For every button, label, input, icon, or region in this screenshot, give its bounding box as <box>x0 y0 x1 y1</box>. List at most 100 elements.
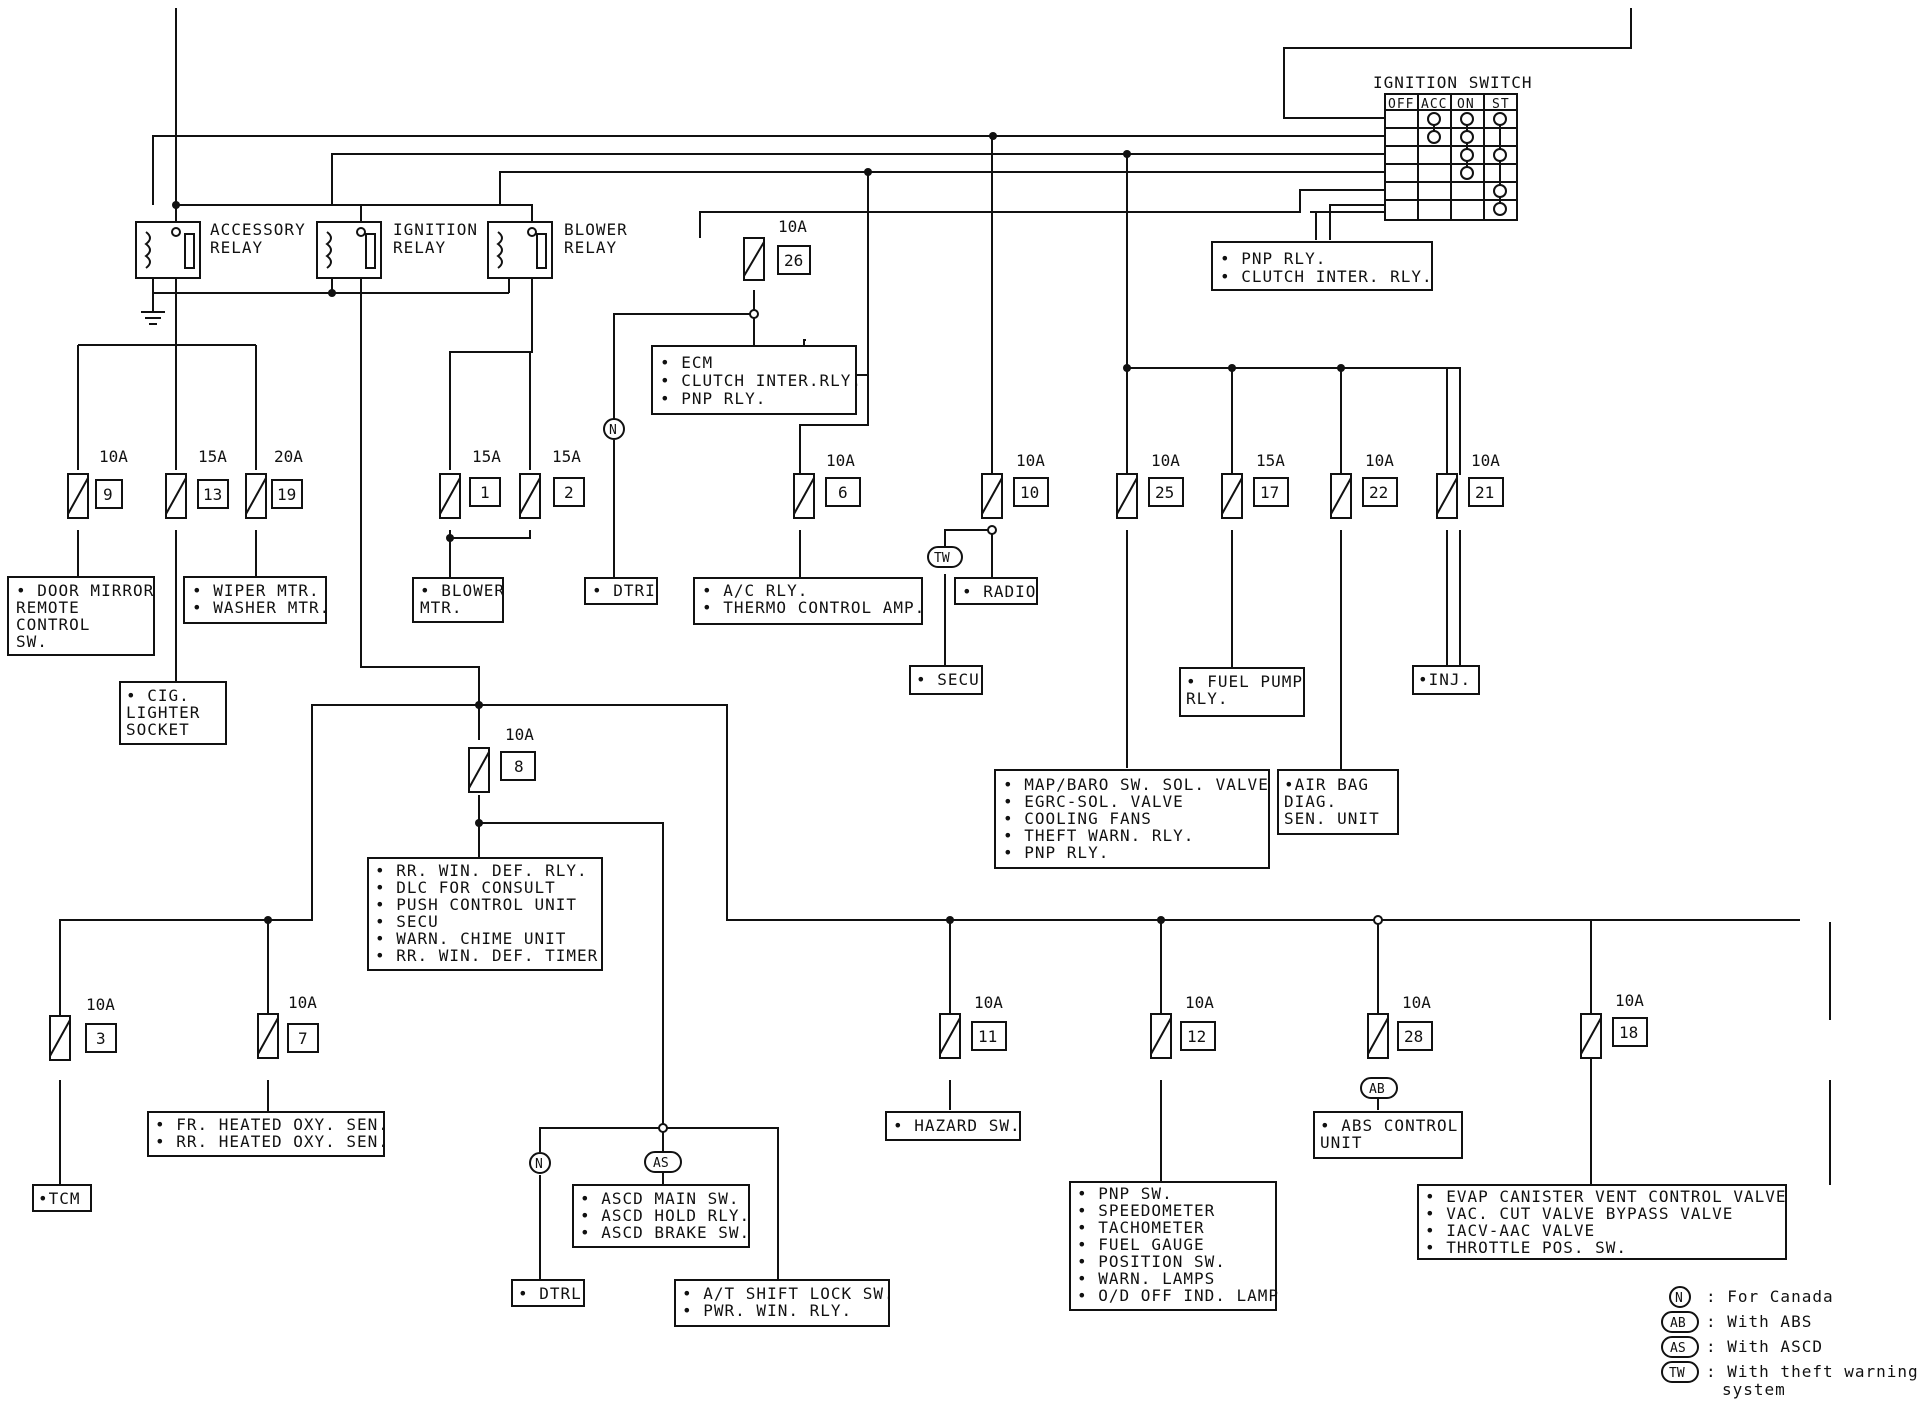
fuse-26-amp: 10A <box>778 217 807 236</box>
fuse-9: 9 10A <box>67 447 128 519</box>
fuse-8-number: 8 <box>514 757 524 776</box>
fuse-7-number: 7 <box>298 1029 308 1048</box>
fuse-6-number: 6 <box>838 483 848 502</box>
fuse-2-number: 2 <box>564 483 574 502</box>
fuse-2-amp: 15A <box>552 447 581 466</box>
box-tcm: •TCM <box>32 1184 92 1212</box>
hazard-line-1: • HAZARD SW. <box>893 1116 1021 1135</box>
ignition-relay-label-2: RELAY <box>393 238 446 257</box>
at-shift-line-2: • PWR. WIN. RLY. <box>682 1301 852 1320</box>
legend: N : For Canada AB : With ABS AS : With A… <box>1661 1286 1919 1399</box>
cig-line-1: • CIG. <box>126 686 190 705</box>
ign-pos-on: ON <box>1457 97 1475 112</box>
fuse-1: 1 15A <box>439 447 501 519</box>
pnp-top-line-1: • PNP RLY. <box>1220 249 1326 268</box>
ascd-line-3: • ASCD BRAKE SW. <box>580 1223 750 1242</box>
fuse-18-amp: 10A <box>1615 991 1644 1010</box>
box-hazard: • HAZARD SW. <box>885 1111 1021 1141</box>
fuse-19: 19 20A <box>245 447 303 519</box>
box-ac: • A/C RLY. • THERMO CONTROL AMP. <box>693 577 925 625</box>
air-bag-line-1: •AIR BAG <box>1284 775 1369 794</box>
accessory-relay: ACCESSORY RELAY <box>135 220 306 279</box>
pnp-sw-line-7: • O/D OFF IND. LAMP <box>1077 1286 1279 1305</box>
fuse-10: 10 10A <box>981 451 1049 519</box>
pnp-sw-line-2: • SPEEDOMETER <box>1077 1201 1215 1220</box>
map-line-3: • COOLING FANS <box>1003 809 1152 828</box>
box-cig: • CIG. LIGHTER SOCKET <box>119 681 227 745</box>
fuse-2: 2 15A <box>519 447 585 519</box>
ign-pos-off: OFF <box>1388 97 1414 112</box>
fuse-11: 11 10A <box>939 993 1007 1059</box>
blower-mtr-line-1: • BLOWER <box>420 581 505 600</box>
air-bag-line-3: SEN. UNIT <box>1284 809 1380 828</box>
fuel-pump-line-2: RLY. <box>1186 689 1229 708</box>
box-at-shift: • A/T SHIFT LOCK SW. • PWR. WIN. RLY. <box>674 1279 894 1327</box>
fuse-26: 26 10A <box>743 217 811 281</box>
box-inj: •INJ. <box>1412 665 1480 695</box>
legend-canada-tag: N <box>1675 1291 1683 1306</box>
door-mirror-line-1: • DOOR MIRROR <box>16 581 154 600</box>
ecm-line-2: • CLUTCH INTER.RLY. <box>660 371 862 390</box>
tag-ascd-text: AS <box>653 1156 669 1171</box>
fuse-25: 25 10A <box>1116 451 1184 519</box>
map-line-4: • THEFT WARN. RLY. <box>1003 826 1194 845</box>
fuse-19-amp: 20A <box>274 447 303 466</box>
fuse-19-number: 19 <box>277 485 296 504</box>
accessory-relay-label-1: ACCESSORY <box>210 220 306 239</box>
junction-dots <box>172 132 1345 924</box>
fuse-1-amp: 15A <box>472 447 501 466</box>
box-blower-mtr: • BLOWER MTR. <box>412 577 505 623</box>
ignition-switch: IGNITION SWITCH OFF ACC ON ST <box>1373 73 1532 221</box>
evap-line-4: • THROTTLE POS. SW. <box>1425 1238 1627 1257</box>
rr-win-line-6: • RR. WIN. DEF. TIMER <box>375 946 598 965</box>
blower-mtr-line-2: MTR. <box>420 598 463 617</box>
box-radio: • RADIO <box>954 577 1038 605</box>
fuse-21: 21 10A <box>1436 451 1504 519</box>
fuse-22: 22 10A <box>1330 451 1398 519</box>
inj-line-1: •INJ. <box>1418 670 1471 689</box>
fuse-7-amp: 10A <box>288 993 317 1012</box>
fuses: 9 10A 13 15A 19 20A 1 15A 2 15A <box>49 217 1648 1061</box>
cig-line-2: LIGHTER <box>126 703 200 722</box>
fuse-25-number: 25 <box>1155 483 1174 502</box>
fuse-22-amp: 10A <box>1365 451 1394 470</box>
map-line-2: • EGRC-SOL. VALVE <box>1003 792 1184 811</box>
box-rr-win: • RR. WIN. DEF. RLY. • DLC FOR CONSULT •… <box>367 857 603 971</box>
box-fuel-pump: • FUEL PUMP RLY. <box>1179 667 1305 717</box>
blower-relay: BLOWER RELAY <box>487 220 628 279</box>
legend-theft-text: : With theft warning <box>1706 1362 1919 1381</box>
dtrl-line-1: • DTRL <box>518 1284 582 1303</box>
blower-relay-label-1: BLOWER <box>564 220 628 239</box>
fuel-pump-line-1: • FUEL PUMP <box>1186 672 1303 691</box>
rr-win-line-2: • DLC FOR CONSULT <box>375 878 556 897</box>
fuse-8: 8 10A <box>468 725 536 793</box>
rr-win-line-1: • RR. WIN. DEF. RLY. <box>375 861 588 880</box>
ac-line-2: • THERMO CONTROL AMP. <box>702 598 925 617</box>
box-wiper: • WIPER MTR. • WASHER MTR. <box>183 576 329 624</box>
pnp-sw-line-4: • FUEL GAUGE <box>1077 1235 1205 1254</box>
fuse-28: 28 10A <box>1367 993 1433 1059</box>
fuse-12-number: 12 <box>1187 1027 1206 1046</box>
pnp-sw-line-3: • TACHOMETER <box>1077 1218 1205 1237</box>
pnp-sw-line-6: • WARN. LAMPS <box>1077 1269 1215 1288</box>
legend-ascd-text: : With ASCD <box>1706 1337 1823 1356</box>
fuse-6: 6 10A <box>793 451 861 519</box>
fuse-3-number: 3 <box>96 1029 106 1048</box>
fuse-6-amp: 10A <box>826 451 855 470</box>
blower-relay-label-2: RELAY <box>564 238 617 257</box>
legend-ascd: AS : With ASCD <box>1661 1336 1823 1358</box>
tag-canada-dtrl-text: N <box>535 1157 543 1172</box>
component-boxes: • PNP RLY. • CLUTCH INTER. RLY. • ECM • … <box>7 241 1787 1327</box>
tag-canada-dtrl: N <box>529 1152 551 1174</box>
evap-line-1: • EVAP CANISTER VENT CONTROL VALVE <box>1425 1187 1787 1206</box>
fuse-25-amp: 10A <box>1151 451 1180 470</box>
map-line-1: • MAP/BARO SW. SOL. VALVE <box>1003 775 1269 794</box>
cig-line-3: SOCKET <box>126 720 190 739</box>
ac-line-1: • A/C RLY. <box>702 581 808 600</box>
fuse-12: 12 10A <box>1150 993 1216 1059</box>
box-oxy: • FR. HEATED OXY. SEN. • RR. HEATED OXY.… <box>147 1111 388 1157</box>
abs-line-2: UNIT <box>1320 1133 1363 1152</box>
ignition-relay-label-1: IGNITION <box>393 220 478 239</box>
ecm-line-1: • ECM <box>660 353 713 372</box>
fuse-26-number: 26 <box>784 251 803 270</box>
